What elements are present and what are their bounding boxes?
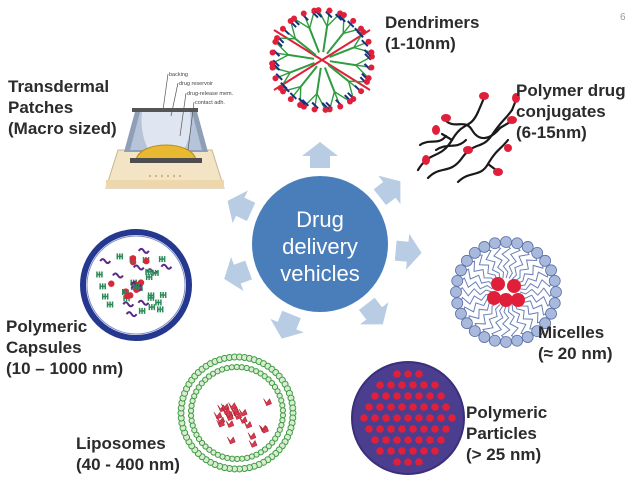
patches-size: (Macro sized) [8, 119, 117, 138]
arrow-to-conjugates [373, 175, 401, 206]
label-liposomes: Liposomes (40 - 400 nm) [76, 433, 180, 475]
patches-name-2: Patches [8, 98, 74, 117]
label-dendrimers: Dendrimers (1-10nm) [385, 12, 479, 54]
label-polymeric-capsules: Polymeric Capsules (10 – 1000 nm) [6, 316, 123, 379]
liposomes-name: Liposomes [76, 434, 166, 453]
dendrimers-size: (1-10nm) [385, 34, 456, 53]
polymeric-capsule-illustration [80, 229, 192, 341]
arrows [224, 142, 422, 339]
patches-name-1: Transdermal [8, 77, 110, 96]
particles-name-2: Particles [466, 424, 537, 443]
arrow-to-particles [358, 297, 389, 325]
micelle-illustration [450, 236, 562, 348]
arrow-to-capsules [224, 257, 253, 292]
label-polymeric-particles: Polymeric Particles (> 25 nm) [466, 402, 547, 465]
patch-layer-adhesive: contact adh. [195, 100, 225, 106]
center-line-3: vehicles [280, 260, 360, 286]
center-line-2: delivery [282, 233, 358, 259]
center-line-1: Drug [296, 206, 344, 232]
center-circle [252, 176, 388, 312]
arrow-to-liposomes [270, 310, 304, 339]
conjugates-name-1: Polymer drug [516, 81, 626, 100]
label-transdermal-patches: Transdermal Patches (Macro sized) [8, 76, 117, 139]
arrow-to-micelles [394, 233, 422, 270]
capsules-name-1: Polymeric [6, 317, 88, 336]
arrow-to-patches [227, 190, 256, 224]
micelles-name: Micelles [538, 323, 605, 342]
page-number: 6 [620, 12, 626, 23]
conjugates-size: (6-15nm) [516, 123, 587, 142]
capsules-name-2: Capsules [6, 338, 82, 357]
capsules-size: (10 – 1000 nm) [6, 359, 124, 378]
particles-name-1: Polymeric [466, 403, 548, 422]
label-polymer-conjugates: Polymer drug conjugates (6-15nm) [516, 80, 626, 143]
conjugates-name-2: conjugates [516, 102, 606, 121]
polymer-conjugate-illustration [416, 92, 520, 184]
arrow-to-dendrimers [302, 142, 338, 168]
liposome-illustration [177, 353, 297, 473]
center-label: Drug delivery vehicles [258, 196, 382, 296]
transdermal-patch-illustration: backing drug reservoir drug-release mem.… [105, 72, 234, 189]
label-micelles: Micelles (≈ 20 nm) [538, 322, 613, 364]
patch-layer-reservoir: drug reservoir [179, 81, 213, 87]
dendrimers-name: Dendrimers [385, 13, 480, 32]
liposomes-size: (40 - 400 nm) [76, 455, 180, 474]
dendrimer-illustration [269, 7, 375, 113]
polymeric-particle-illustration [351, 361, 465, 475]
particles-size: (> 25 nm) [466, 445, 542, 464]
micelles-size: (≈ 20 nm) [538, 344, 613, 363]
patch-layer-membrane: drug-release mem. [187, 91, 234, 97]
patch-layer-backing: backing [169, 72, 188, 78]
